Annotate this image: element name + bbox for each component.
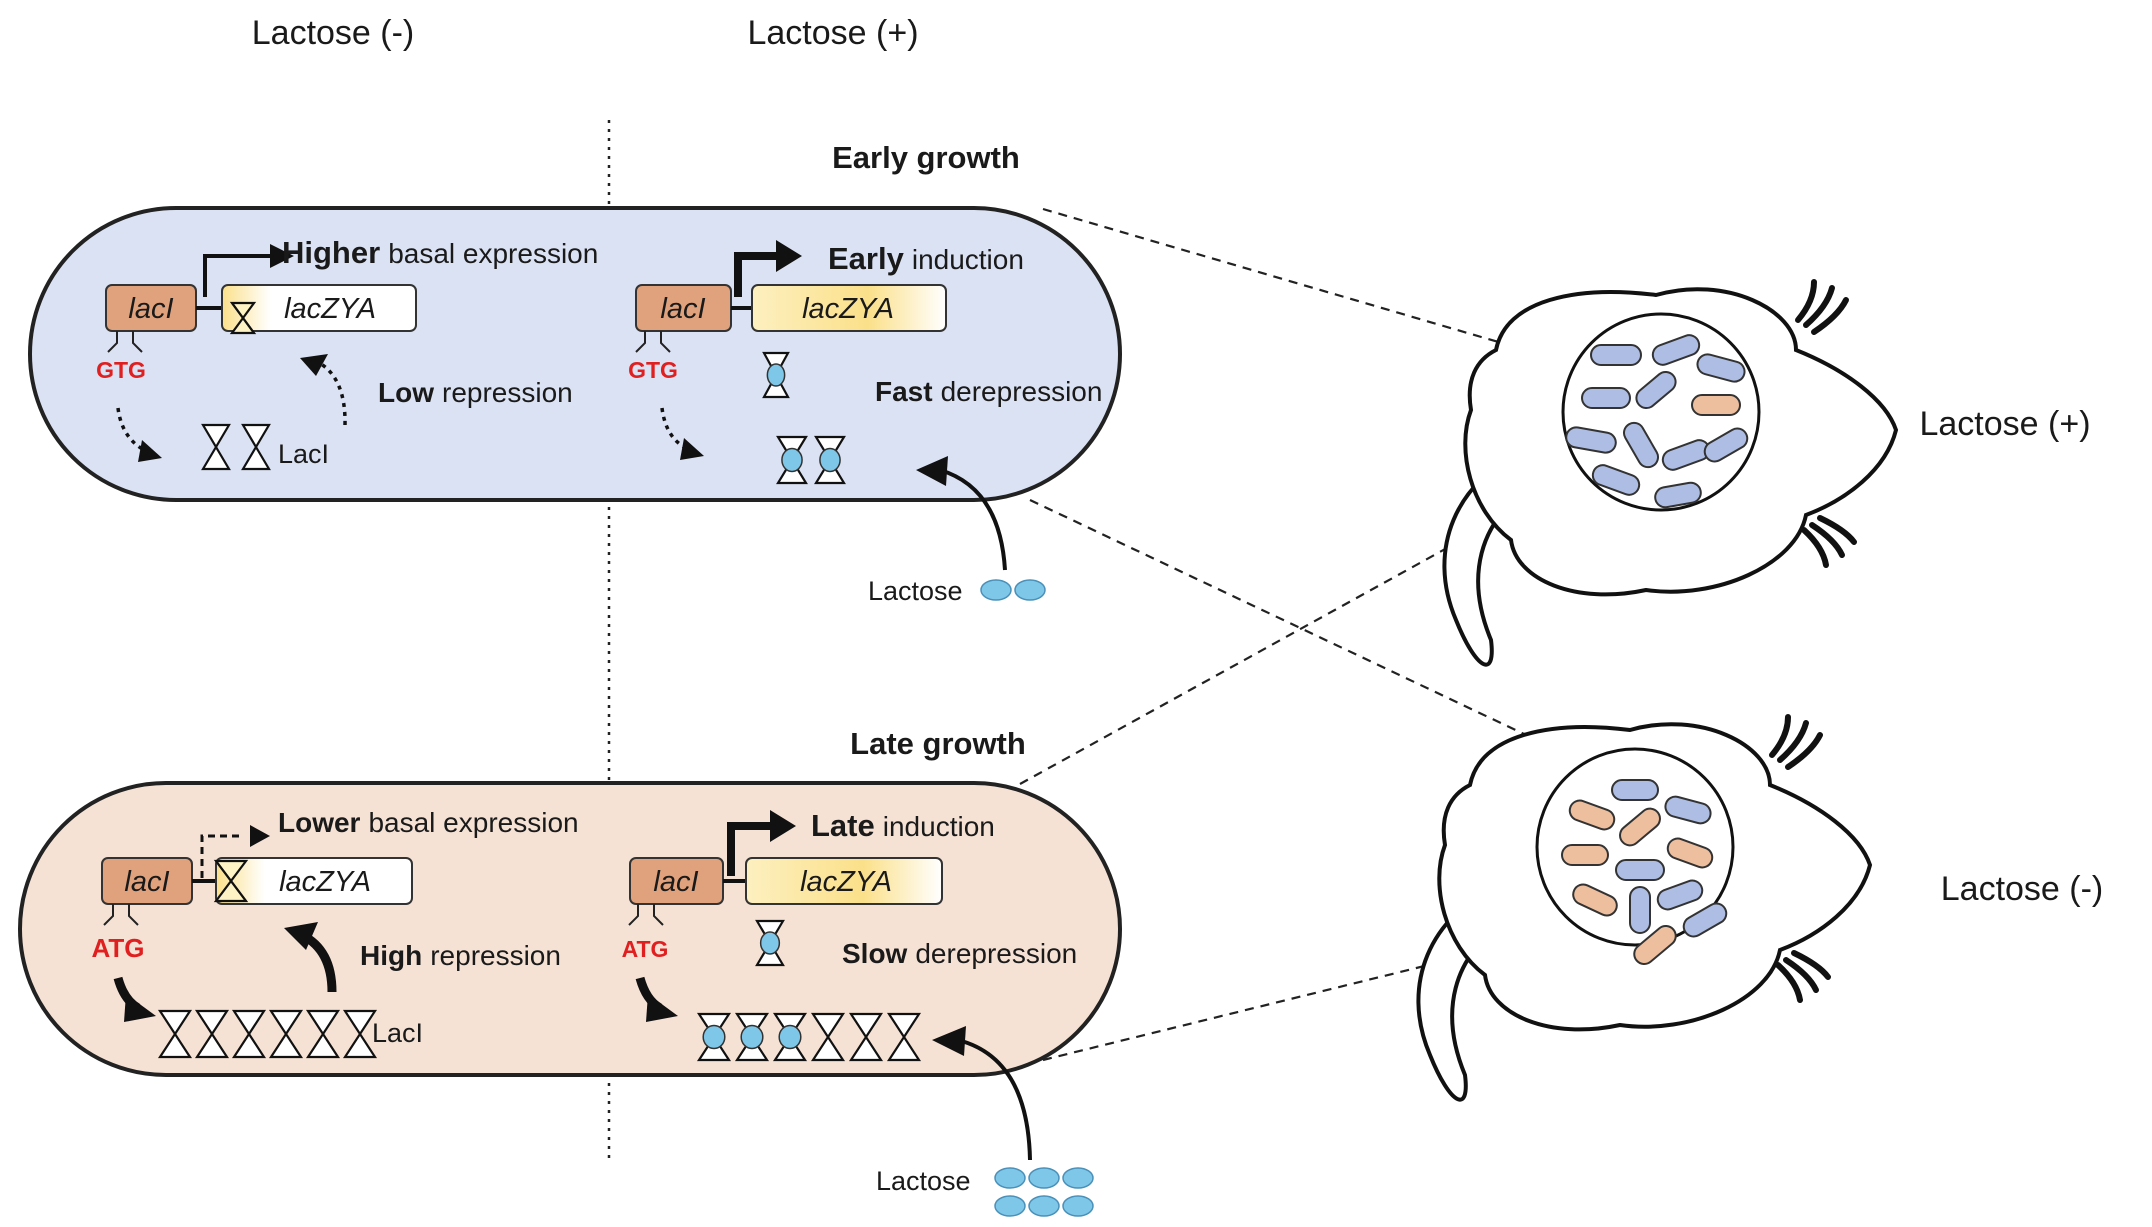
svg-text:lacI: lacI [128, 293, 173, 325]
laci-protein-icon [848, 1012, 884, 1062]
header-lactose-minus: Lactose (-) [252, 14, 415, 52]
bacterium-icon [1703, 427, 1749, 463]
laci-protein-icon [201, 423, 231, 471]
early-growth-title: Early growth [832, 140, 1020, 175]
laci-lactose-bound-icon [762, 351, 790, 399]
svg-text:lacI: lacI [660, 293, 705, 325]
laci-protein-icon [157, 1009, 193, 1059]
svg-text:lacZYA: lacZYA [284, 293, 376, 325]
bacterium-icon [1635, 370, 1677, 410]
bacterium-icon [1572, 883, 1618, 917]
svg-text:lacZYA: lacZYA [802, 293, 894, 325]
lactose-molecule-icon [1062, 1167, 1094, 1189]
bacterium-icon [1696, 353, 1746, 383]
bacterium-icon [1591, 464, 1641, 496]
svg-text:lacZYA: lacZYA [279, 866, 371, 898]
laci-protein-icon [810, 1012, 846, 1062]
bacterium-icon [1664, 795, 1712, 825]
laci-protein-icon [231, 1009, 267, 1059]
laci-protein-icon [229, 301, 257, 335]
mouse-bottom-label: Lactose (-) [1941, 870, 2104, 908]
laci-protein-icon [194, 1009, 230, 1059]
lactose-molecule-icon [1028, 1195, 1060, 1217]
mouse-top-label: Lactose (+) [1919, 405, 2090, 443]
laci-lactose-bound-icon [772, 1012, 808, 1062]
bacterium-icon [1590, 344, 1642, 366]
laci-lactose-bound-icon [734, 1012, 770, 1062]
bacterium-icon [1651, 334, 1701, 366]
bacterium-icon [1654, 481, 1702, 509]
laczya-gene-box [215, 857, 413, 905]
laci-protein-label: LacI [372, 1018, 423, 1048]
laci-lactose-bound-icon [755, 919, 785, 967]
bacterium-icon [1633, 925, 1677, 965]
codon-label: GTG [96, 357, 146, 383]
laci-protein-icon [305, 1009, 341, 1059]
bacterium-icon [1682, 902, 1728, 938]
bacterium-icon [1619, 807, 1661, 847]
laczya-gene-box [751, 284, 947, 332]
bacterium-icon [1561, 844, 1609, 866]
svg-text:lacI: lacI [124, 866, 169, 898]
codon-label: GTG [628, 357, 678, 383]
lactose-molecule-icon [994, 1167, 1026, 1189]
lactose-label: Lactose [868, 576, 963, 606]
laci-protein-icon [886, 1012, 922, 1062]
svg-text:lacZYA: lacZYA [800, 866, 892, 898]
lactose-molecule-icon [1014, 579, 1046, 601]
laci-protein-label: LacI [278, 439, 329, 469]
header-lactose-plus: Lactose (+) [747, 14, 918, 52]
lactose-molecule-layer [980, 579, 1094, 1217]
lactose-molecule-icon [1028, 1167, 1060, 1189]
lactose-molecule-icon [994, 1195, 1026, 1217]
laczya-gene-box [745, 857, 943, 905]
laci-lactose-bound-icon [776, 435, 808, 485]
codon-label: ATG [622, 936, 669, 962]
late-growth-title: Late growth [850, 726, 1026, 761]
bacterium-icon [1623, 421, 1659, 469]
svg-text:lacI: lacI [653, 866, 698, 898]
laci-protein-icon [213, 859, 249, 903]
laci-protein-icon [342, 1009, 378, 1059]
laczya-gene-box [221, 284, 417, 332]
early-cell [28, 206, 1122, 502]
bacterium-icon [1666, 837, 1714, 869]
lactose-molecule-icon [1062, 1195, 1094, 1217]
bacterium-icon [1691, 394, 1741, 416]
bacterium-icon [1568, 799, 1616, 831]
laci-lactose-bound-icon [814, 435, 846, 485]
bacterium-icon [1656, 879, 1704, 911]
mouse-lactose-plus [1442, 279, 1899, 667]
laci-lactose-bound-icon [696, 1012, 732, 1062]
hourglass-layer [157, 301, 922, 1062]
laci-protein-icon [241, 423, 271, 471]
bacterium-icon [1581, 387, 1631, 409]
bacterium-icon [1629, 886, 1651, 934]
lactose-label: Lactose [876, 1166, 971, 1196]
bacterium-icon [1611, 779, 1659, 801]
laci-protein-icon [268, 1009, 304, 1059]
bacterium-icon [1565, 426, 1617, 454]
lactose-molecule-icon [980, 579, 1012, 601]
bacterium-icon [1615, 859, 1665, 881]
mouse-lactose-minus [1416, 714, 1873, 1102]
late-cell [18, 781, 1122, 1077]
codon-label: ATG [92, 933, 145, 963]
